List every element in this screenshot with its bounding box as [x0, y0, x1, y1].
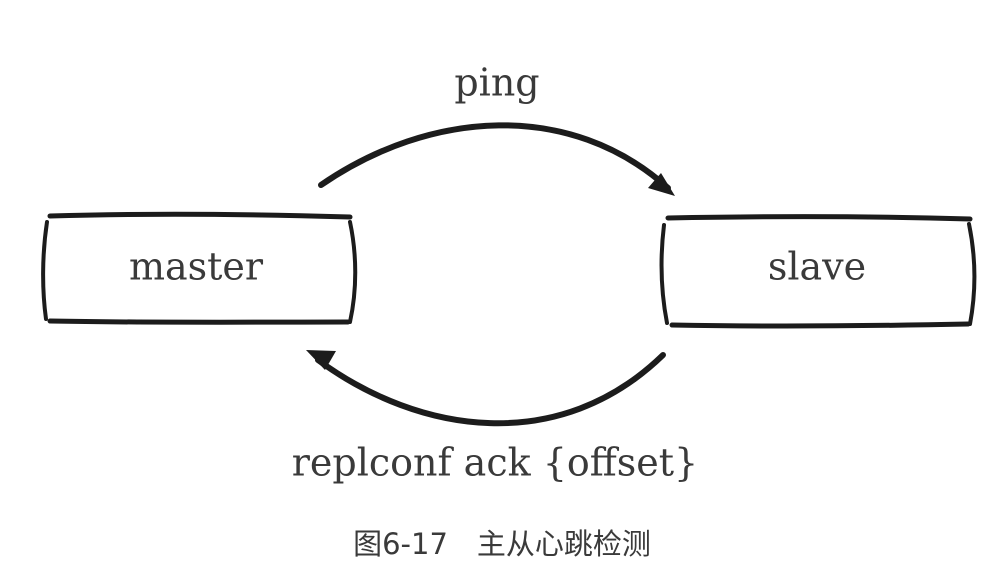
- ack-label: replconf ack {offset}: [292, 441, 698, 485]
- slave-box-right-edge: [967, 222, 977, 326]
- ack-arrow-head: [306, 350, 336, 370]
- master-box-top-edge: [47, 211, 353, 220]
- slave-label: slave: [768, 245, 866, 289]
- figure-caption: 图6-17 主从心跳检测: [353, 527, 651, 561]
- ping-label: ping: [454, 61, 539, 105]
- ack-arrow: replconf ack {offset}: [292, 350, 698, 485]
- slave-box-top-edge: [665, 214, 973, 222]
- ping-arrow-head: [648, 173, 675, 196]
- slave-box-bottom-edge: [669, 321, 971, 329]
- master-label: master: [129, 245, 264, 289]
- slave-node: slave: [659, 214, 977, 329]
- master-box-bottom-edge: [47, 318, 351, 325]
- master-box-left-edge: [41, 220, 49, 321]
- master-box-right-edge: [348, 220, 358, 324]
- ack-arrow-line: [315, 352, 666, 427]
- ping-arrow: ping: [318, 61, 675, 196]
- ping-arrow-line: [318, 122, 671, 191]
- slave-box-left-edge: [659, 223, 669, 325]
- master-node: master: [41, 211, 358, 325]
